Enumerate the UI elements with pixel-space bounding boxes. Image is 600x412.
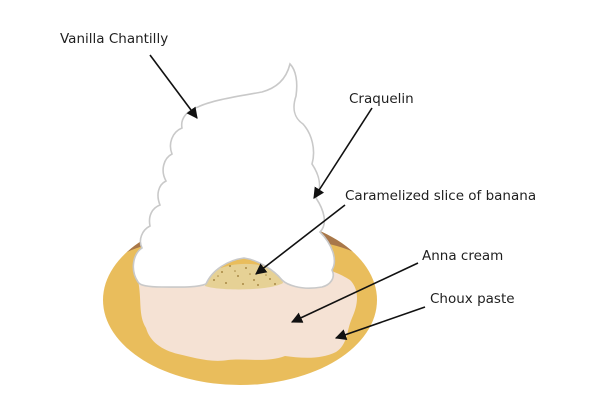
arrow-anna-cream bbox=[290, 262, 419, 323]
callout-arrows bbox=[149, 54, 426, 340]
label-choux-paste: Choux paste bbox=[430, 291, 515, 307]
label-caramelized-banana: Caramelized slice of banana bbox=[345, 188, 537, 204]
arrow-craquelin bbox=[313, 107, 373, 199]
label-anna-cream: Anna cream bbox=[422, 248, 504, 264]
anna-cream-filling bbox=[137, 264, 357, 361]
vanilla-chantilly-swirl bbox=[132, 62, 336, 289]
arrow-choux-paste bbox=[334, 306, 426, 340]
arrow-caramelized-banana bbox=[255, 204, 346, 275]
label-craquelin: Craquelin bbox=[349, 91, 414, 107]
arrow-vanilla-chantilly bbox=[149, 54, 198, 119]
label-vanilla-chantilly: Vanilla Chantilly bbox=[60, 31, 169, 47]
